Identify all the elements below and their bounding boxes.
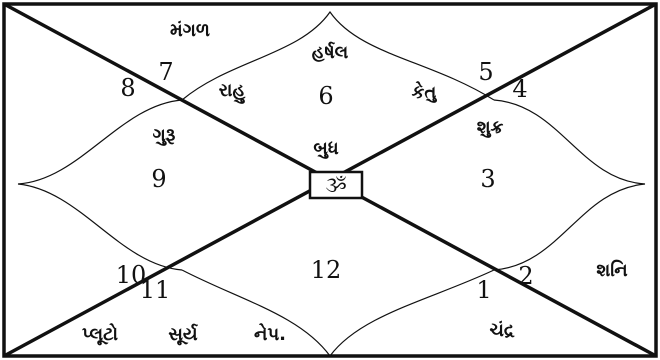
planet-mangal: મંગળ xyxy=(170,20,210,41)
center-box xyxy=(308,170,364,200)
house-number-11: 11 xyxy=(140,276,171,304)
curve-top xyxy=(181,10,495,101)
planet-harshal: હર્ષલ xyxy=(312,41,349,63)
curve-right xyxy=(493,99,646,271)
house-number-4: 4 xyxy=(512,75,527,103)
house-number-8: 8 xyxy=(120,74,135,102)
curve-left xyxy=(17,99,183,271)
curve-bottom xyxy=(181,269,495,358)
house-number-6: 6 xyxy=(318,82,333,110)
house-number-3: 3 xyxy=(480,165,495,193)
house-number-1: 1 xyxy=(476,276,491,304)
house-number-5: 5 xyxy=(478,58,493,86)
planet-chandra: ચંદ્ર xyxy=(489,320,514,341)
planet-surya: સૂર્ય xyxy=(168,323,198,345)
planet-neptune: નેપ. xyxy=(254,323,286,345)
planet-pluto: પ્લૂટો xyxy=(82,323,119,345)
om-symbol: ૐ xyxy=(325,173,347,197)
planet-shukra: શુક્ર xyxy=(477,117,504,138)
planet-shani: શનિ xyxy=(596,259,628,281)
planet-budh: બુધ xyxy=(313,138,338,159)
house-number-10: 10 xyxy=(116,261,147,289)
house-number-2: 2 xyxy=(518,262,533,290)
planet-rahu: રાહુ xyxy=(219,80,246,104)
house-number-7: 7 xyxy=(158,58,173,86)
house-number-12: 12 xyxy=(311,256,342,284)
house-number-9: 9 xyxy=(151,165,166,193)
planet-guru: ગુરૂ xyxy=(153,125,176,146)
planet-ketu: કેતુ xyxy=(412,81,437,103)
